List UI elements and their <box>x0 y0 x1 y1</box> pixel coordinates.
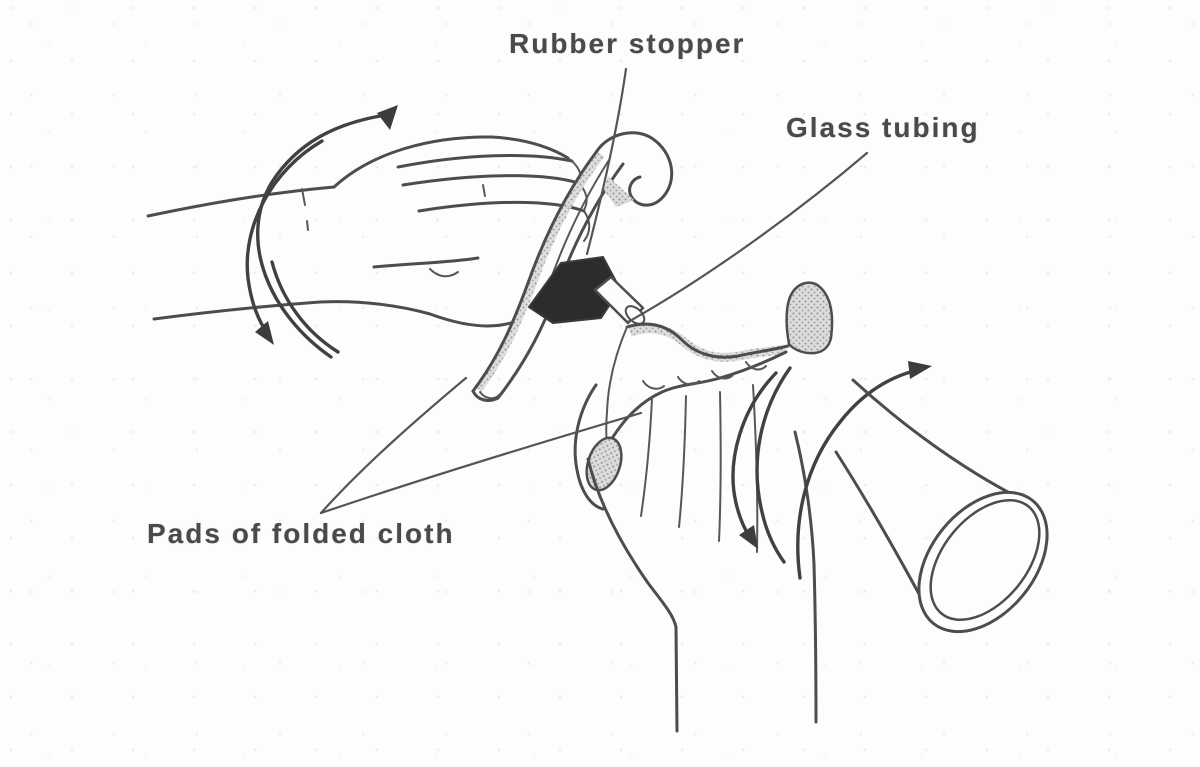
cloth-pad-right-top-edge <box>625 322 790 359</box>
right-finger-line <box>678 395 687 528</box>
cloth-pad-left-tip-fold <box>479 391 501 400</box>
right-finger-line <box>718 391 722 542</box>
left-palm-bottom-outline <box>318 300 516 328</box>
left-forearm-bottom-line <box>152 300 322 321</box>
glass-funnel <box>834 378 1049 634</box>
twist-arrow-right-down-head-icon <box>739 525 758 549</box>
right-fingernail-curve <box>745 361 767 371</box>
glass-tubing-label: Glass tubing <box>786 112 980 143</box>
left-finger-line <box>401 174 580 187</box>
cloth-pad-left-shading <box>474 151 605 392</box>
leader-line-glass-tubing <box>626 151 869 324</box>
left-thumb-notch <box>429 268 459 278</box>
rotation-arrows-left <box>245 105 398 359</box>
cloth-pad-right <box>585 281 834 492</box>
twist-arrow-left-down-head-icon <box>255 321 274 345</box>
right-hand-right-outline <box>793 430 818 724</box>
cloth-pad-left-outer-edge <box>471 149 599 393</box>
twist-arrow-left-down-icon <box>245 139 324 336</box>
left-hand-skin-mark <box>482 184 486 197</box>
pads-of-folded-cloth-label: Pads of folded cloth <box>147 518 455 549</box>
leader-line-pads-right <box>319 411 643 515</box>
twist-arrow-right-up-head-icon <box>908 361 932 379</box>
funnel-rim-outer <box>917 490 1049 634</box>
funnel-upper-side <box>851 378 1031 505</box>
cloth-pad-right-end-cap <box>585 436 623 492</box>
twist-arrow-left-up-icon <box>256 114 382 359</box>
twist-arrow-right-up-icon <box>796 369 916 580</box>
right-thumb-line <box>573 383 605 511</box>
right-hand-left-outline <box>586 457 679 733</box>
left-hand-knuckle-mark <box>301 188 309 231</box>
right-fingernail-curve <box>711 370 734 380</box>
twist-arrow-left-up-head-icon <box>377 105 398 130</box>
cloth-pad-right-shading <box>628 324 787 362</box>
leader-lines <box>319 67 869 515</box>
right-fingernail-curve <box>642 380 665 390</box>
leader-line-rubber-stopper <box>585 67 628 256</box>
right-fingernail-curve <box>677 376 700 386</box>
cloth-pad-right-side-fold <box>605 326 628 448</box>
leader-line-pads-left <box>319 376 468 515</box>
left-fingertip-curve <box>583 210 591 242</box>
left-hand-back-outline <box>332 135 570 189</box>
left-finger-line <box>396 153 574 169</box>
rubber-stopper-label: Rubber stopper <box>509 28 746 59</box>
twist-arrow-left-sketch-line <box>270 260 340 354</box>
left-hand <box>146 135 591 328</box>
twist-arrow-right-sketch-line <box>755 366 792 564</box>
cloth-pad-right-end-flap <box>785 281 834 355</box>
cloth-pad-left-curl-shading <box>604 176 634 207</box>
right-finger-line <box>640 397 653 517</box>
rotation-arrows-right <box>731 361 932 580</box>
funnel-rim-inner <box>929 498 1041 622</box>
left-thumb-line <box>372 256 480 269</box>
right-hand <box>573 361 818 733</box>
cloth-pad-left-curl <box>595 131 674 207</box>
left-forearm-top-line <box>146 185 336 218</box>
cloth-pad-left-tip <box>471 389 500 402</box>
twist-arrow-right-down-icon <box>731 371 778 542</box>
cloth-pad-right-bottom-edge <box>605 350 788 449</box>
